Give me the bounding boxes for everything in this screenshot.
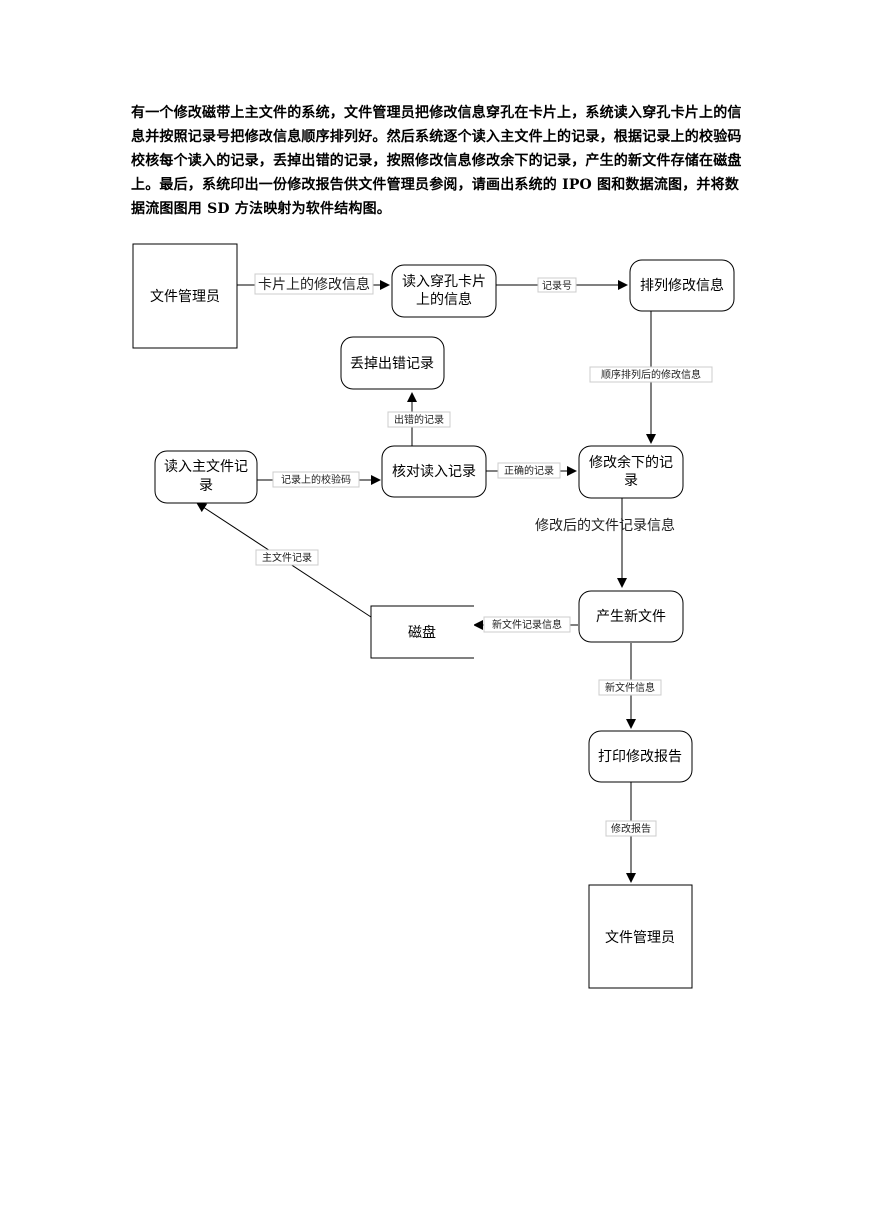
process-read-master-line1: 读入主文件记 (164, 458, 248, 475)
datastore-disk-label: 磁盘 (408, 624, 436, 641)
process-newfile: 产生新文件 (578, 590, 684, 643)
process-read-master: 读入主文件记 录 (154, 450, 258, 504)
process-sort: 排列修改信息 (629, 259, 735, 312)
process-print-label: 打印修改报告 (598, 748, 682, 765)
entity-admin-top: 文件管理员 (132, 243, 238, 349)
entity-admin-bottom: 文件管理员 (588, 884, 693, 989)
question-text: 有一个修改磁带上主文件的系统，文件管理员把修改信息穿孔在卡片上，系统读入穿孔卡片… (131, 105, 742, 217)
process-discard-label: 丢掉出错记录 (350, 356, 434, 372)
edge-label-error-records: 出错的记录 (394, 413, 444, 426)
edge-label-report: 修改报告 (611, 822, 651, 835)
process-read-card-line1: 读入穿孔卡片 (402, 273, 486, 290)
process-verify-label: 核对读入记录 (392, 463, 476, 480)
edge-label-sorted-info: 顺序排列后的修改信息 (601, 368, 701, 381)
edge-label-new-record-info: 新文件记录信息 (492, 618, 562, 631)
edge-label-master-records: 主文件记录 (262, 551, 312, 564)
edge-label-record-no: 记录号 (542, 280, 572, 292)
process-read-card-line2: 上的信息 (416, 291, 472, 308)
process-modify-line1: 修改余下的记 (589, 454, 673, 471)
process-read-card: 读入穿孔卡片 上的信息 (391, 264, 497, 318)
edge-label-checksum: 记录上的校验码 (281, 473, 351, 486)
process-read-master-line2: 录 (199, 478, 213, 494)
edge-label-correct-records: 正确的记录 (504, 464, 554, 477)
process-print: 打印修改报告 (588, 730, 693, 783)
edge-label-card-info: 卡片上的修改信息 (258, 276, 370, 293)
process-modify: 修改余下的记 录 (578, 445, 684, 499)
process-verify: 核对读入记录 (381, 445, 487, 498)
process-modify-line2: 录 (624, 473, 638, 489)
process-discard: 丢掉出错记录 (340, 336, 445, 390)
process-newfile-label: 产生新文件 (596, 609, 666, 625)
entity-admin-bottom-label: 文件管理员 (605, 930, 675, 946)
datastore-disk: 磁盘 (370, 605, 474, 659)
process-sort-label: 排列修改信息 (640, 277, 724, 294)
entity-admin-top-label: 文件管理员 (150, 289, 220, 305)
edge-label-new-file-info: 新文件信息 (605, 681, 655, 694)
edge-label-modified-info: 修改后的文件记录信息 (535, 517, 675, 534)
